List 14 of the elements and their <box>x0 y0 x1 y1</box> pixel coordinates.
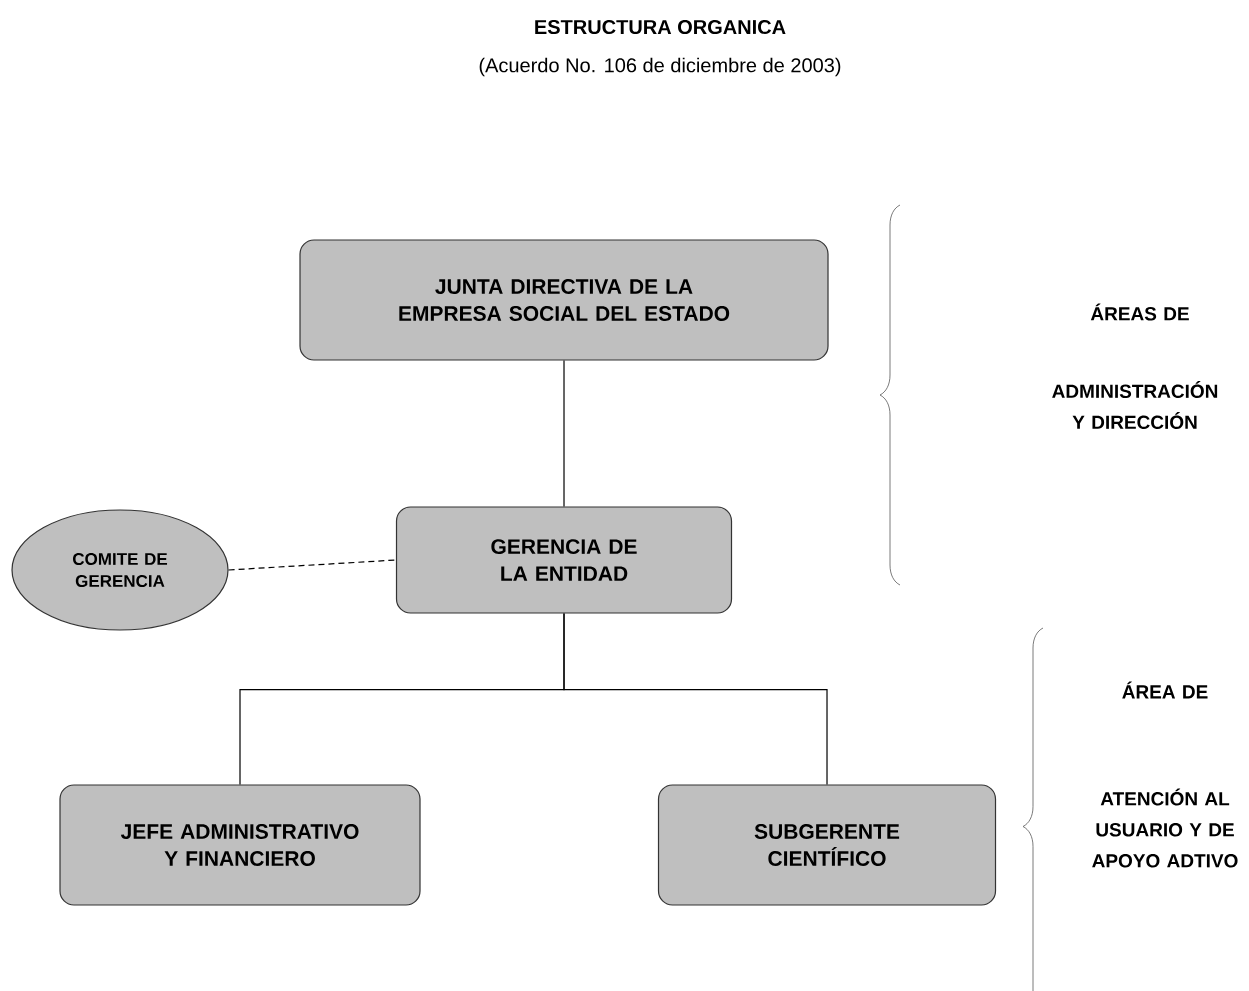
org-box: JEFE ADMINISTRATIVO Y FINANCIERO <box>59 784 421 906</box>
oval-node: COMITE DE GERENCIA <box>11 509 229 631</box>
title: ESTRUCTURA ORGANICA <box>535 19 786 35</box>
org-box: GERENCIA DE LA ENTIDAD <box>395 506 733 614</box>
connector <box>563 360 565 507</box>
connector <box>228 559 397 571</box>
area-label: ATENCIÓN AL USUARIO Y DE APOYO ADTIVO <box>1092 788 1238 868</box>
subtitle: (Acuerdo No. 106 de diciembre de 2003) <box>479 57 841 77</box>
area-label: ÁREAS DE <box>1090 303 1189 321</box>
org-box: JUNTA DIRECTIVA DE LA EMPRESA SOCIAL DEL ESTADO <box>299 239 829 361</box>
area-label: ADMINISTRACIÓN Y DIRECCIÓN <box>1052 381 1218 429</box>
connector <box>563 613 828 785</box>
org-box: SUBGERENTE CIENTÍFICO <box>657 784 997 906</box>
area-label: ÁREA DE <box>1122 681 1208 699</box>
